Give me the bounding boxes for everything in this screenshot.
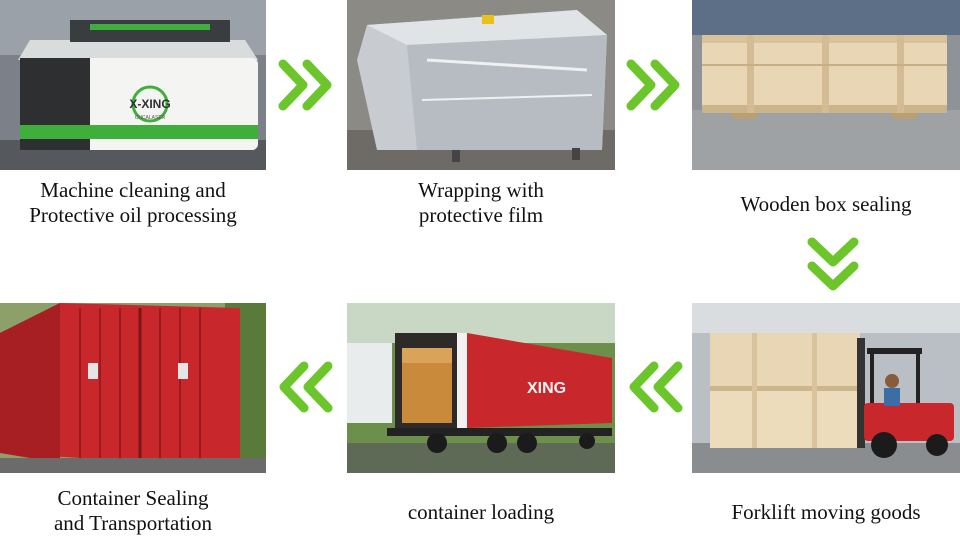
chevron-right-icon	[277, 58, 335, 112]
red-container-photo	[0, 303, 266, 473]
caption-container-sealing: Container Sealing and Transportation	[53, 486, 213, 535]
caption-wooden-box: Wooden box sealing	[740, 192, 912, 216]
machine-logo-text: X-XING	[129, 97, 170, 111]
caption-film-wrapping: Wrapping with protective film	[418, 178, 544, 227]
photo-wooden-box	[692, 0, 960, 170]
machine-logo-subtext: CHCALASER	[135, 115, 166, 121]
chevron-left-icon	[276, 360, 334, 414]
wooden-crate-photo	[692, 0, 960, 170]
photo-container-loading: XING	[347, 303, 615, 473]
chevron-left-icon	[626, 360, 684, 414]
chevron-right-icon	[625, 58, 683, 112]
chevron-down-icon	[806, 236, 860, 294]
caption-container-loading: container loading	[407, 500, 555, 524]
container-brand-text: XING	[527, 380, 566, 397]
photo-machine-cleaning: X-XING CHCALASER	[0, 0, 266, 170]
photo-forklift	[692, 303, 960, 473]
truck-container-photo: XING	[347, 303, 615, 473]
forklift-photo	[692, 303, 960, 473]
caption-machine-cleaning: Machine cleaning and Protective oil proc…	[29, 178, 237, 227]
photo-container-sealing	[0, 303, 266, 473]
film-wrapped-machine-photo	[347, 0, 615, 170]
laser-machine-photo: X-XING CHCALASER	[0, 0, 266, 170]
caption-forklift: Forklift moving goods	[731, 500, 921, 524]
photo-film-wrapping	[347, 0, 615, 170]
